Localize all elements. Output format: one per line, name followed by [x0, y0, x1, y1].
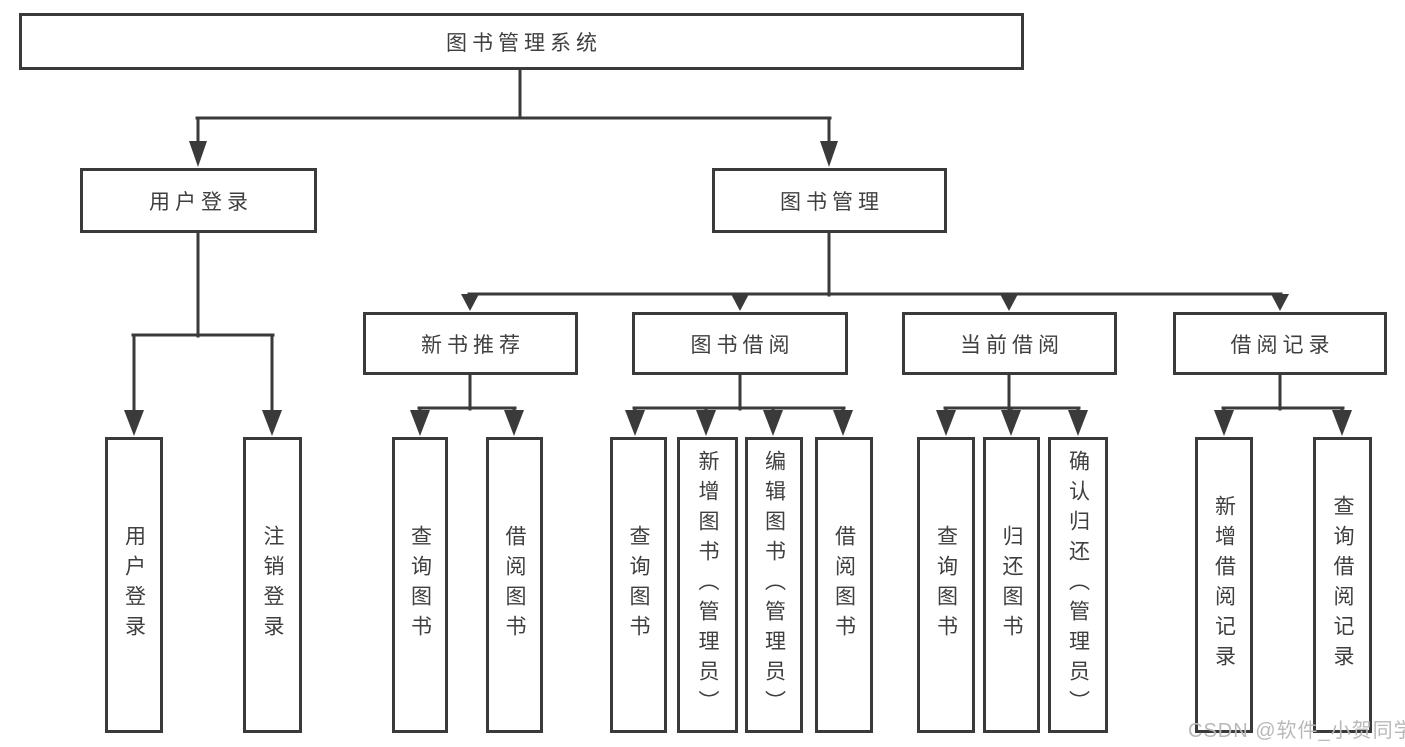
- leaf-logout: 注销登录: [243, 437, 302, 733]
- leaf-add-books-admin: 新增图书（管理员）: [677, 437, 738, 733]
- node-new-book-recommendation: 新书推荐: [363, 312, 578, 375]
- leaf-query-books-1: 查询图书: [392, 437, 448, 733]
- leaf-borrow-books-2: 借阅图书: [815, 437, 873, 733]
- node-root-system: 图书管理系统: [19, 13, 1024, 70]
- node-current-borrowing: 当前借阅: [902, 312, 1117, 375]
- node-book-management: 图书管理: [712, 168, 947, 233]
- csdn-watermark: CSDN @软件_小贺同学: [1188, 720, 1405, 742]
- leaf-borrow-books-1: 借阅图书: [486, 437, 543, 733]
- node-borrowing-records: 借阅记录: [1173, 312, 1387, 375]
- leaf-query-books-2: 查询图书: [610, 437, 667, 733]
- leaf-user-login: 用户登录: [105, 437, 163, 733]
- leaf-edit-books-admin: 编辑图书（管理员）: [745, 437, 803, 733]
- leaf-query-books-3: 查询图书: [917, 437, 975, 733]
- leaf-query-borrow-record: 查询借阅记录: [1313, 437, 1372, 733]
- node-book-borrowing: 图书借阅: [632, 312, 848, 375]
- leaf-add-borrow-record: 新增借阅记录: [1195, 437, 1253, 733]
- node-user-login: 用户登录: [80, 168, 317, 233]
- leaf-confirm-return-admin: 确认归还（管理员）: [1048, 437, 1108, 733]
- leaf-return-books: 归还图书: [983, 437, 1040, 733]
